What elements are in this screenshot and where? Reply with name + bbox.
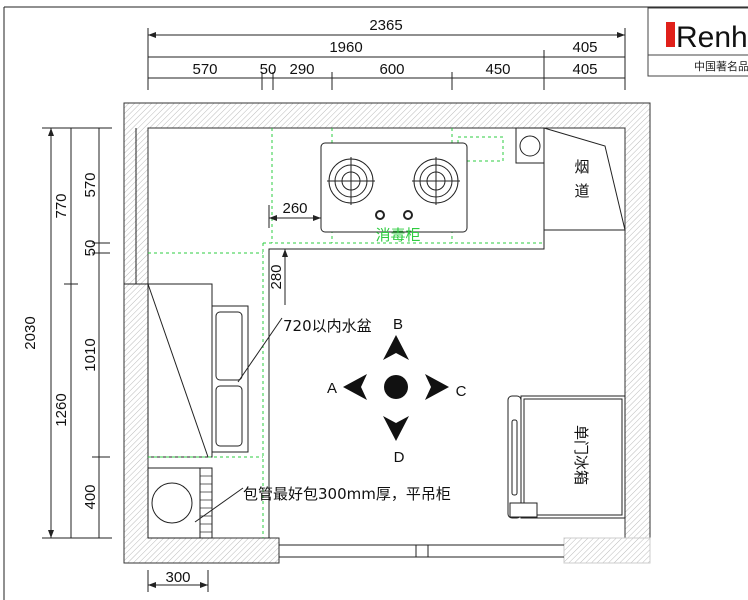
arrow-up-icon: [383, 335, 409, 360]
dim-50-left: 50: [82, 240, 99, 257]
arrow-right-icon: [425, 374, 449, 400]
fridge-door: [507, 395, 522, 519]
flue: 烟 道: [515, 127, 626, 231]
dim-290: 290: [289, 61, 314, 78]
dim-260: 260: [282, 200, 307, 217]
walls: [123, 102, 651, 564]
compass-center-icon: [384, 375, 408, 399]
pipe-icon: [519, 135, 541, 157]
dim-1260: 1260: [53, 393, 70, 426]
arrow-down-icon: [383, 416, 409, 441]
drawing-frame: [3, 6, 748, 600]
compass-b: B: [393, 316, 403, 333]
dim-1960: 1960: [329, 39, 362, 56]
gas-hob: [320, 142, 468, 233]
dim-405-upper: 405: [572, 39, 597, 56]
flue-label-2: 道: [574, 182, 589, 200]
inner-dimensions: 260 280 300: [147, 200, 321, 592]
dim-600: 600: [379, 61, 404, 78]
logo-tagline: 中国著名品: [694, 59, 748, 73]
dim-300: 300: [165, 569, 190, 586]
flue-label-1: 烟: [574, 158, 589, 176]
wall-stub: [563, 537, 651, 564]
dim-2365: 2365: [369, 17, 402, 34]
left-dimensions: 770 570 50 2030 1260 1010 400: [22, 127, 112, 539]
dim-2030: 2030: [22, 316, 39, 349]
dim-405-lower: 405: [572, 61, 597, 78]
washing-machine: [147, 467, 201, 539]
sink-note: 720以内水盆: [283, 317, 372, 335]
fridge-handle-icon: [511, 419, 518, 496]
compass-c: C: [456, 383, 467, 400]
fridge-label: 单门冰箱: [572, 425, 590, 485]
compass-d: D: [394, 449, 405, 466]
dim-450: 450: [485, 61, 510, 78]
fridge: 单门冰箱: [507, 395, 626, 519]
disinfection-cabinet-label: 消毒柜: [375, 226, 420, 244]
logo-brand: Renh: [676, 21, 748, 54]
compass: B A C D: [327, 316, 467, 466]
dim-1010: 1010: [82, 338, 99, 371]
dim-400: 400: [82, 484, 99, 509]
compass-a: A: [327, 380, 337, 397]
burner-icon: [412, 157, 460, 205]
knob-icon: [403, 210, 413, 220]
dim-570: 570: [192, 61, 217, 78]
sink: [211, 305, 249, 453]
arrow-left-icon: [343, 374, 367, 400]
dim-770: 770: [53, 193, 70, 218]
pipe-note: 包管最好包300mm厚，平吊柜: [243, 485, 451, 503]
burner-icon: [327, 157, 375, 205]
top-dimensions: 2365 1960 405 570 50 290 600 450 405: [147, 17, 626, 90]
logo-mark-icon: [666, 22, 675, 47]
dim-50: 50: [260, 61, 277, 78]
knob-icon: [375, 210, 385, 220]
pipe-enclosure: [199, 467, 213, 539]
dim-280: 280: [268, 264, 285, 289]
dim-570-left: 570: [82, 172, 99, 197]
window: [279, 544, 564, 558]
brand-logo: Renh 中国著名品: [647, 7, 748, 77]
